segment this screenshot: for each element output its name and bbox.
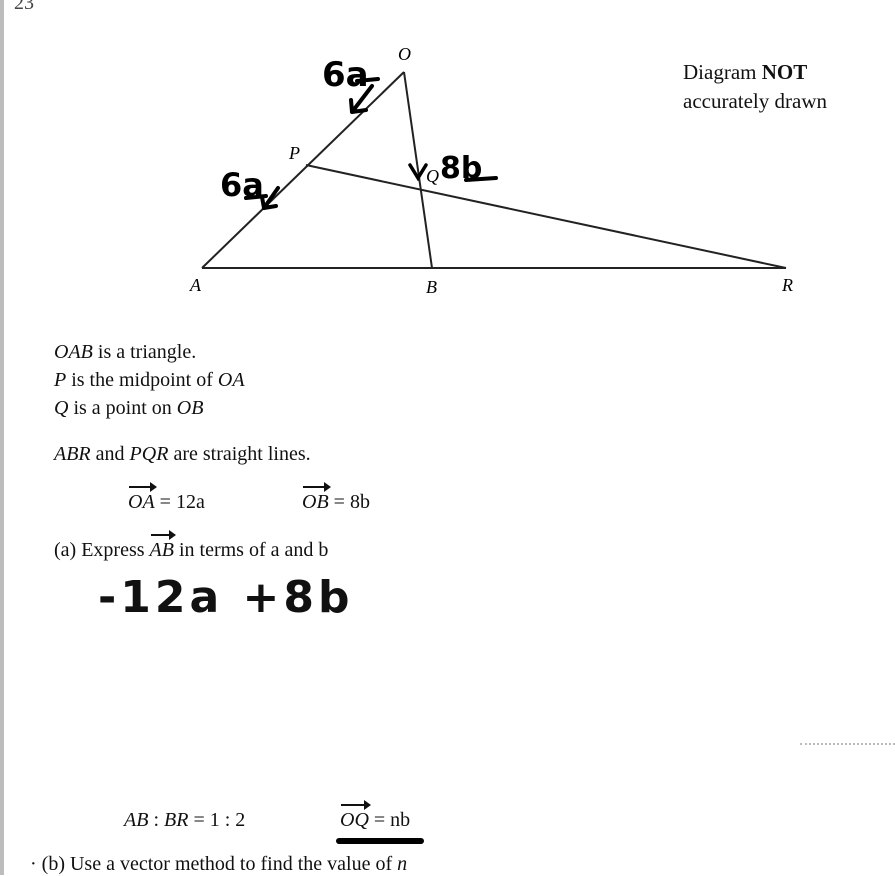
label-r: R — [781, 275, 793, 295]
label-p: P — [288, 143, 300, 163]
stmt4-var: ABR — [54, 443, 91, 465]
handwritten-underline-oq — [336, 838, 424, 844]
note-line1: Diagram — [683, 60, 762, 84]
stmt4-text: are straight lines. — [168, 443, 311, 465]
stmt1-text: is a triangle. — [92, 341, 197, 363]
vector-oa-name: OA — [128, 482, 157, 513]
label-b: B — [426, 277, 437, 297]
label-o: O — [398, 44, 411, 64]
vector-oq-name: OQ — [340, 800, 371, 831]
ratio-value: = 1 : 2 — [188, 809, 246, 831]
hand-underline-a-lower — [244, 194, 268, 200]
hand-underline-b — [464, 176, 498, 182]
note-line2: accurately drawn — [683, 89, 827, 113]
part-b-var: n — [397, 853, 408, 875]
label-a: A — [189, 275, 202, 295]
handwritten-answer-a: -12a +8b — [98, 572, 354, 623]
note-bold: NOT — [761, 60, 808, 84]
answer-dotted-line — [800, 743, 895, 745]
triangle-diagram: O P Q A B R 6a 6a 8b — [189, 44, 793, 297]
vector-ob: OB = 8b — [302, 482, 370, 514]
ratio-info: AB : BR = 1 : 2 — [124, 808, 245, 832]
hand-arrow-lower — [260, 186, 280, 210]
stmt1-var: OAB — [54, 341, 93, 363]
line-pr — [305, 164, 787, 269]
hand-arrow-upper — [349, 84, 374, 114]
part-b-bullet: · — [30, 853, 37, 875]
stmt4-mid: and — [90, 443, 130, 465]
part-a-prefix: (a) Express — [54, 539, 150, 561]
line-oa — [201, 71, 405, 269]
stmt3-text: is a point on — [68, 397, 177, 419]
statement-4: ABR and PQR are straight lines. — [54, 442, 311, 466]
hand-label-ob: 8b — [440, 151, 482, 186]
hand-label-upper-oa: 6a — [322, 55, 369, 95]
part-b-question: · (b) Use a vector method to find the va… — [30, 852, 407, 876]
hand-label-lower-pa: 6a — [220, 166, 264, 204]
stmt4-var2: PQR — [129, 443, 169, 465]
part-a-suffix: in terms of a and b — [173, 539, 329, 561]
vector-oa: OA = 12a — [128, 482, 205, 514]
ratio-sep: : — [148, 809, 164, 831]
vector-oa-value: = 12a — [154, 491, 205, 513]
label-q: Q — [426, 166, 439, 186]
vector-oq-value: = nb — [368, 809, 411, 831]
vector-ob-name: OB — [302, 482, 331, 513]
part-b-text: (b) Use a vector method to find the valu… — [36, 853, 398, 875]
statement-1: OAB is a triangle. — [54, 340, 196, 364]
page-left-border — [0, 0, 4, 875]
line-ob — [403, 71, 433, 269]
question-number: 23 — [14, 0, 34, 14]
statement-2: P is the midpoint of OA — [54, 368, 245, 392]
hand-arrow-ob — [408, 163, 428, 182]
part-a-question: (a) Express AB in terms of a and b — [54, 530, 329, 562]
statement-3: Q is a point on OB — [54, 396, 203, 420]
diagram-note: Diagram NOT accurately drawn — [683, 58, 827, 116]
vector-oq: OQ = nb — [340, 800, 411, 832]
stmt2-var2: OA — [217, 369, 245, 391]
part-a-vector: AB — [149, 530, 177, 561]
stmt2-var: P — [54, 369, 67, 391]
stmt3-var: Q — [54, 397, 69, 419]
vector-ob-value: = 8b — [328, 491, 370, 513]
ratio-var2: BR — [164, 809, 189, 831]
ratio-var: AB — [124, 809, 149, 831]
stmt3-var2: OB — [176, 397, 204, 419]
hand-underline-a-upper — [355, 77, 380, 83]
stmt2-text: is the midpoint of — [66, 369, 218, 391]
